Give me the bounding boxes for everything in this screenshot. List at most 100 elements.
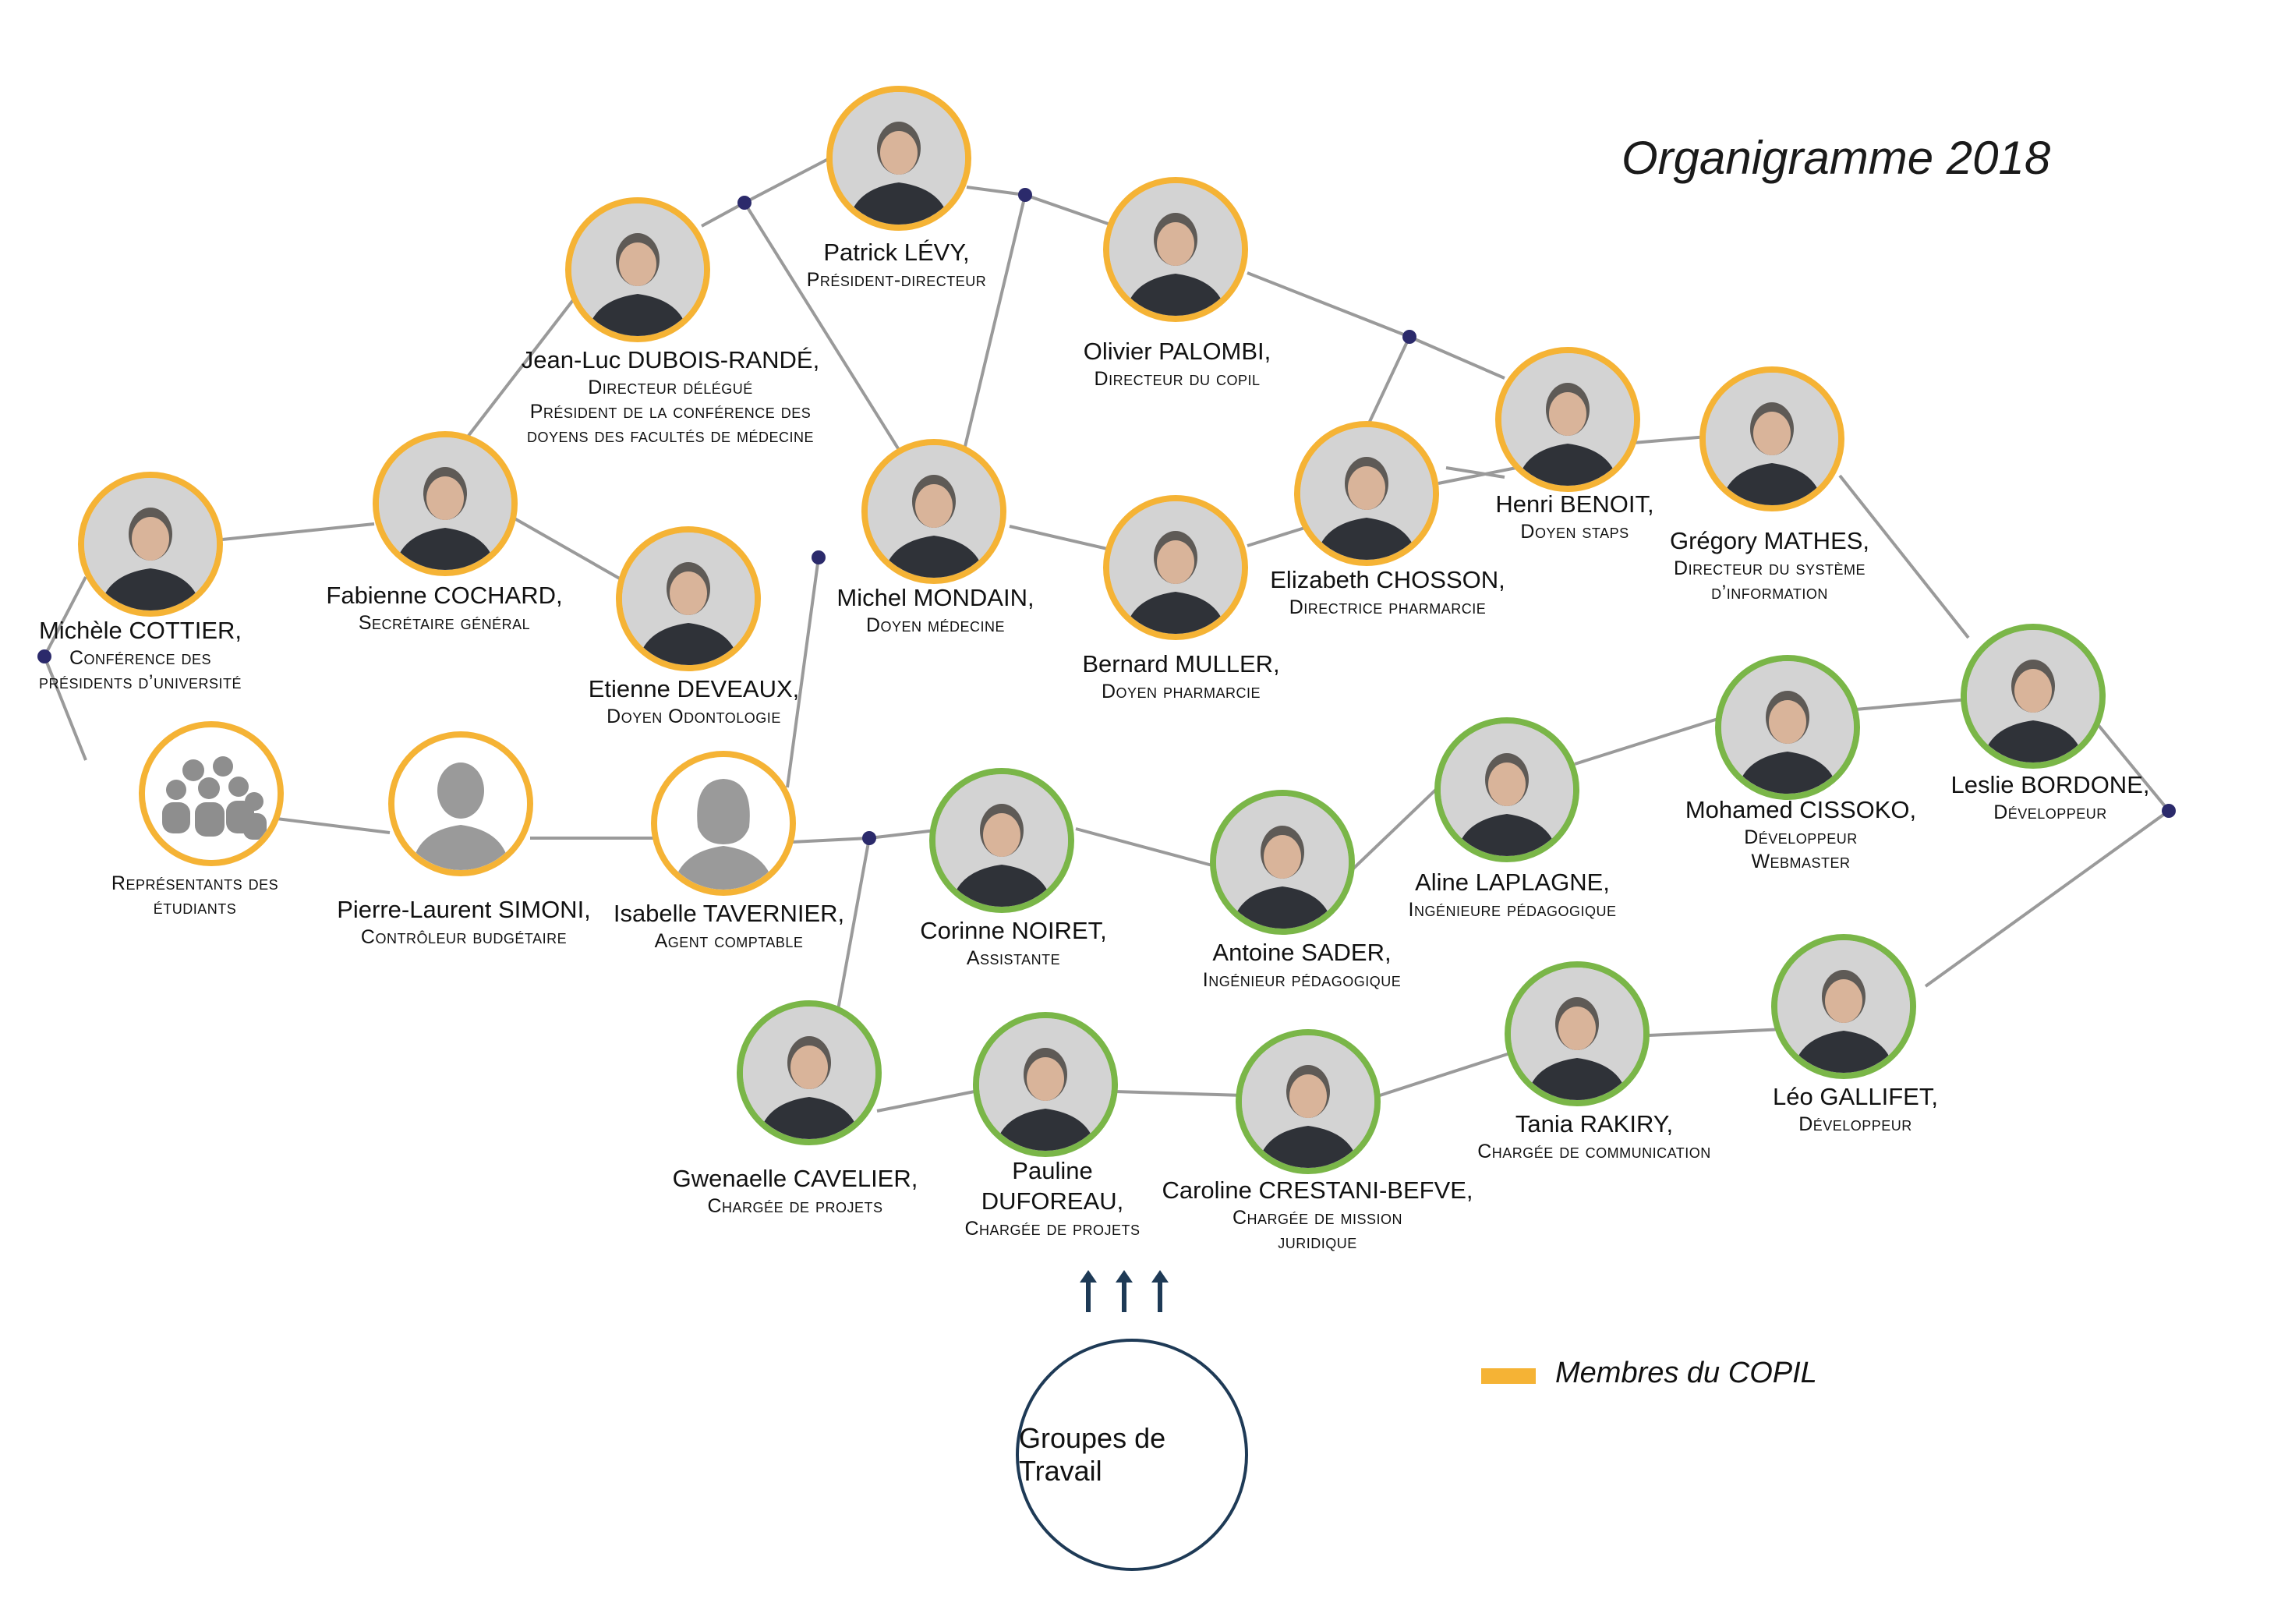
person-role: Conférence des: [69, 646, 212, 669]
person-name: Mohamed CISSOKO,: [1685, 796, 1917, 823]
person-photo: [1777, 940, 1910, 1073]
person-label-sader: Antoine SADER,Ingénieur pédagogique: [1146, 938, 1458, 992]
portrait-sader: [1210, 790, 1355, 935]
person-photo: [833, 92, 965, 225]
portrait-benoit: [1495, 347, 1640, 492]
person-role: Directeur délégué: [588, 376, 753, 398]
icon-etudiants: [139, 721, 284, 866]
portrait-dubois: [565, 197, 710, 342]
portrait-cochard: [373, 431, 518, 576]
portrait-mondain: [861, 439, 1006, 584]
person-name: Isabelle TAVERNIER,: [613, 900, 845, 927]
person-name: Henri BENOIT,: [1495, 490, 1654, 518]
arrow-up-icon: [1151, 1270, 1169, 1312]
person-label-palombi: Olivier PALOMBI,Directeur du copil: [1045, 337, 1310, 391]
person-name: Léo GALLIFET,: [1773, 1083, 1938, 1110]
portrait-crestani: [1236, 1029, 1381, 1174]
person-role: Doyen pharmarcie: [1101, 680, 1261, 702]
junction-dot: [2162, 804, 2176, 818]
person-label-laplagne: Aline LAPLAGNE,Ingénieure pédagogique: [1372, 868, 1653, 922]
person-role: Représentants des: [111, 872, 279, 894]
person-label-cochard: Fabienne COCHARD,Secrétaire général: [312, 581, 577, 635]
person-name: Michèle COTTIER,: [38, 617, 242, 644]
person-name: Caroline CRESTANI-BEFVE,: [1162, 1176, 1473, 1204]
portrait-muller: [1103, 495, 1248, 640]
portrait-mathes: [1699, 366, 1844, 511]
person-role: étudiants: [153, 897, 237, 919]
male-silhouette-icon: [394, 738, 527, 870]
portrait-bordone: [1961, 624, 2106, 769]
person-role: Webmaster: [1751, 851, 1851, 872]
person-role: Directeur du copil: [1094, 367, 1261, 390]
person-role: doyens des facultés de médecine: [526, 425, 814, 448]
person-label-tavernier: Isabelle TAVERNIER,Agent comptable: [600, 899, 858, 954]
person-photo: [571, 203, 704, 336]
legend-swatch: [1481, 1368, 1536, 1384]
person-photo: [868, 445, 1000, 578]
person-role: Doyen staps: [1520, 520, 1629, 543]
person-role: Directrice pharmarcie: [1289, 596, 1487, 618]
person-photo: [1511, 968, 1643, 1100]
icon-simoni: [388, 731, 533, 876]
person-name: Antoine SADER,: [1212, 939, 1392, 966]
person-label-simoni: Pierre-Laurent SIMONI,Contrôleur budgéta…: [308, 895, 620, 950]
person-role: Directeur du système: [1674, 557, 1866, 579]
person-photo: [1706, 373, 1838, 505]
person-name: Elizabeth CHOSSON,: [1270, 566, 1505, 593]
person-role: Chargée de communication: [1477, 1140, 1711, 1162]
person-role: Assistante: [966, 946, 1061, 969]
person-label-cavelier: Gwenaelle CAVELIER,Chargée de projets: [655, 1164, 935, 1219]
group-silhouette-icon: [145, 727, 278, 860]
person-photo: [1501, 353, 1634, 486]
person-name: Jean-Luc DUBOIS-RANDÉ,: [521, 346, 820, 373]
portrait-rakiry: [1505, 961, 1650, 1106]
person-label-crestani: Caroline CRESTANI-BEFVE,Chargée de missi…: [1154, 1176, 1481, 1254]
portrait-levy: [826, 86, 971, 231]
person-role: Président-directeur: [806, 268, 987, 291]
person-photo: [979, 1018, 1112, 1151]
female-silhouette-icon: [657, 757, 790, 890]
person-role: Développeur: [1744, 826, 1858, 848]
person-label-muller: Bernard MULLER,Doyen pharmarcie: [1049, 649, 1314, 704]
arrow-up-icon: [1080, 1270, 1097, 1312]
person-role: Président de la conférence des: [529, 401, 812, 423]
person-name: Corinne NOIRET,: [920, 917, 1107, 944]
person-role: Développeur: [1993, 801, 2107, 823]
person-role: Ingénieure pédagogique: [1408, 898, 1617, 921]
person-role: Chargée de projets: [707, 1194, 883, 1217]
junction-dot: [1018, 188, 1032, 202]
person-name: Tania RAKIRY,: [1515, 1110, 1674, 1138]
junction-dot: [812, 550, 826, 564]
person-role: Chargée de projets: [964, 1217, 1141, 1240]
portrait-gallifet: [1771, 934, 1916, 1079]
person-role: juridique: [1278, 1231, 1357, 1253]
person-label-bordone: Leslie BORDONE, Développeur: [1910, 770, 2191, 825]
person-name: Patrick LÉVY,: [823, 239, 970, 266]
person-name: Pierre-Laurent SIMONI,: [337, 896, 591, 923]
person-label-mondain: Michel MONDAIN,Doyen médecine: [803, 583, 1068, 638]
portrait-chosson: [1294, 421, 1439, 566]
person-label-levy: Patrick LÉVY,Président-directeur: [764, 238, 1029, 292]
person-label-gallifet: Léo GALLIFET,Développeur: [1723, 1082, 1988, 1137]
person-photo: [1109, 501, 1242, 634]
person-name: Bernard MULLER,: [1082, 650, 1280, 678]
person-name: Leslie BORDONE,: [1950, 771, 2150, 798]
icon-tavernier: [651, 751, 796, 896]
junction-dot: [1402, 330, 1416, 344]
person-label-benoit: Henri BENOIT,Doyen staps: [1450, 490, 1699, 544]
person-name: Pauline: [1012, 1157, 1093, 1184]
person-role: Ingénieur pédagogique: [1202, 968, 1402, 991]
person-role: présidents d’université: [38, 671, 242, 693]
person-photo: [743, 1007, 875, 1139]
person-photo: [1300, 427, 1433, 560]
person-label-deveaux: Etienne DEVEAUX,Doyen Odontologie: [561, 674, 826, 729]
person-role: Agent comptable: [654, 929, 804, 952]
person-name: Michel MONDAIN,: [836, 584, 1034, 611]
person-label-etudiants: Représentants des étudiants: [78, 872, 312, 921]
person-photo: [1721, 661, 1854, 794]
